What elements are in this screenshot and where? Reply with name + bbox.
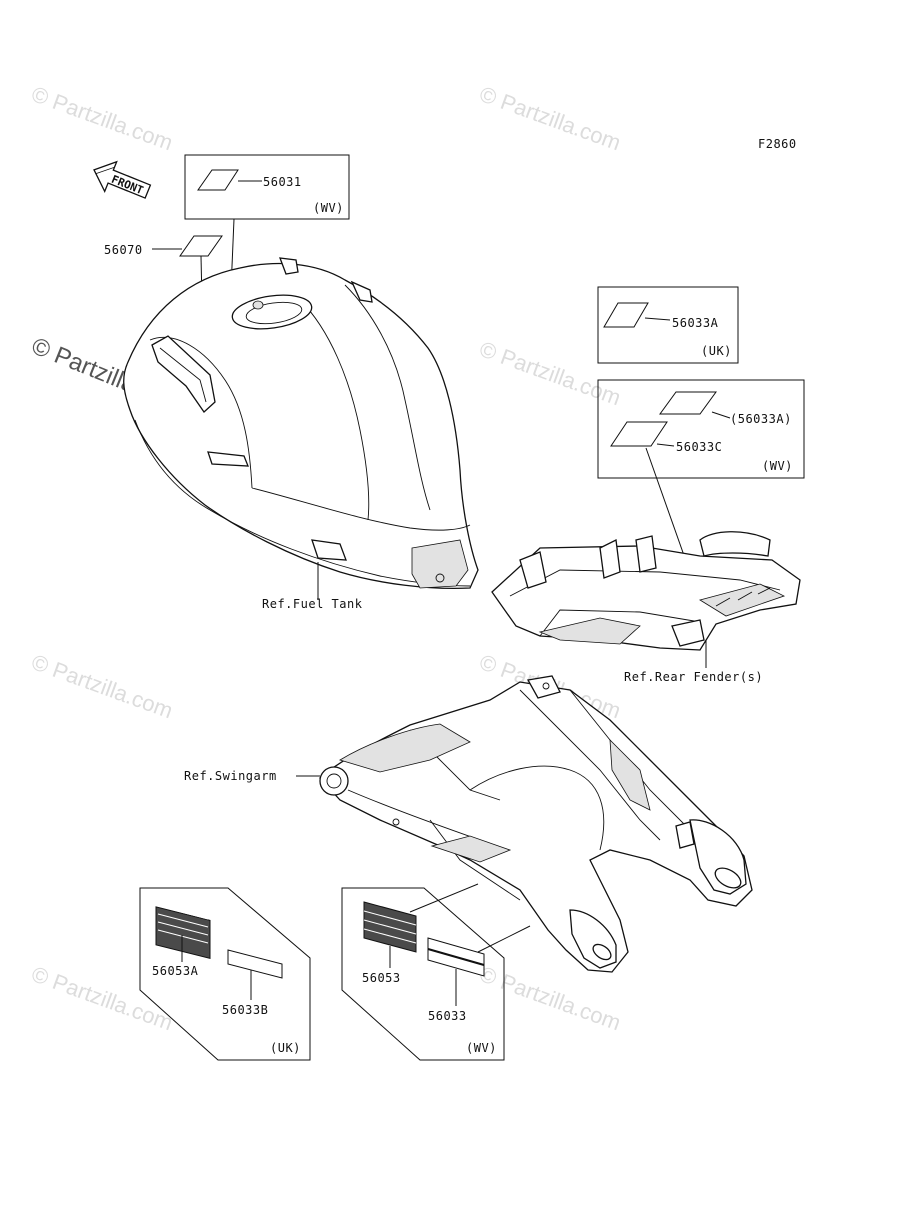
decal-56033B (227, 949, 283, 979)
part-label-56053: 56053 (362, 971, 401, 985)
rear-fender (491, 531, 801, 651)
part-label-56070: 56070 (104, 243, 143, 257)
swingarm (319, 675, 753, 973)
watermark-3: © Partzilla.com (476, 336, 624, 410)
ref-fuel-tank-label: Ref.Fuel Tank (262, 597, 363, 611)
part-label-56033A-ref: (56033A) (730, 412, 792, 426)
fender-label-box-wv: (56033A) 56033C (WV) (597, 379, 805, 613)
ref-swingarm-label: Ref.Swingarm (184, 769, 277, 783)
decal-56053A (155, 906, 211, 959)
swingarm-wv-box-outline (341, 887, 505, 1061)
decal-56033A-ref (659, 391, 717, 415)
fender-label-box-uk: 56033A (UK) (597, 286, 739, 364)
front-arrow-icon: FRONT (93, 160, 152, 199)
fender-uk-box-outline (597, 286, 739, 364)
swingarm-uk-box-outline (139, 887, 311, 1061)
decal-56033C (610, 421, 668, 447)
watermark-1: © Partzilla.com (28, 81, 176, 155)
part-label-56033A: 56033A (672, 316, 719, 330)
fender-wv-tag: (WV) (762, 459, 793, 473)
swingarm-label-box-uk: 56053A 56033B (UK) (139, 887, 311, 1061)
decal-56031 (197, 169, 239, 191)
part-label-56033B: 56033B (222, 1003, 268, 1017)
swingarm-label-box-wv: 56053 56033 (WV) (341, 883, 531, 1061)
watermark-4: © Partzilla.com (28, 649, 176, 723)
filler-cap-outer (231, 294, 313, 330)
watermark-2: © Partzilla.com (476, 81, 624, 155)
swingarm-uk-tag: (UK) (270, 1041, 301, 1055)
fender-wv-box-outline (597, 379, 805, 479)
fuel-tank (123, 257, 479, 589)
decal-56033A (603, 302, 649, 328)
part-label-56033: 56033 (428, 1009, 467, 1023)
tank-wv-box-outline (184, 154, 350, 220)
part-label-56053A: 56053A (152, 964, 199, 978)
tank-label-box-wv: 56031 (WV) (184, 154, 350, 291)
filler-bolt (252, 300, 264, 310)
figure-code: F2860 (758, 137, 797, 151)
part-label-56031: 56031 (263, 175, 302, 189)
fender-uk-tag: (UK) (701, 344, 732, 358)
tank-wv-tag: (WV) (313, 201, 344, 215)
ref-rear-fender-label: Ref.Rear Fender(s) (624, 670, 763, 684)
decal-56070 (179, 235, 223, 257)
watermark-7: © Partzilla.com (476, 961, 624, 1035)
part-label-56033C: 56033C (676, 440, 722, 454)
swingarm-wv-tag: (WV) (466, 1041, 497, 1055)
